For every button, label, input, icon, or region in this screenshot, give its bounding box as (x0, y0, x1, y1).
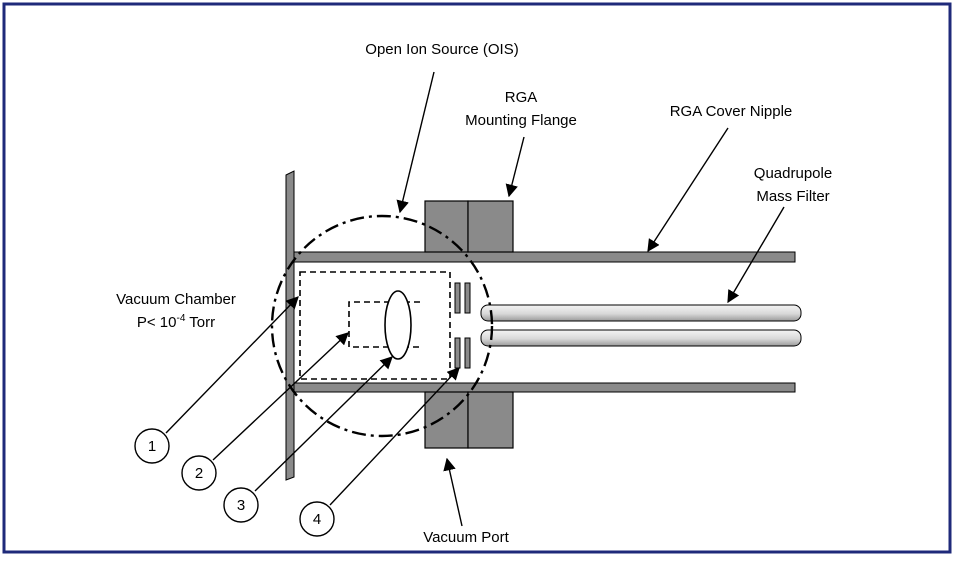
chamber-pressure-label: P< 10-4 Torr (137, 313, 215, 331)
nipple-label: RGA Cover Nipple (670, 103, 793, 120)
focus-plate-2-upper (464, 282, 471, 314)
ion-source-outer-cage (299, 271, 451, 380)
callout-1: 1 (134, 428, 170, 464)
port-leader-arrow (443, 457, 463, 527)
quadrupole-rod-lower (480, 329, 802, 347)
callout-4-leader (329, 367, 460, 506)
flange-bottom-right (467, 391, 514, 449)
callout-4: 4 (299, 501, 335, 537)
port-label: Vacuum Port (423, 529, 509, 546)
nipple-bottom-wall (293, 382, 796, 393)
ois-leader-arrow (396, 71, 435, 214)
flange-label-line1: RGA (505, 89, 538, 106)
callout-3: 3 (223, 487, 259, 523)
focus-plate-1-lower (454, 337, 461, 369)
chamber-label-line1: Vacuum Chamber (116, 291, 236, 308)
callout-4-number: 4 (313, 511, 321, 528)
callout-3-leader (254, 356, 393, 492)
focus-plate-1-upper (454, 282, 461, 314)
filament-ellipse (384, 290, 412, 360)
chamber-wall-plate (285, 170, 295, 481)
quadrupole-label-line1: Quadrupole (754, 165, 832, 182)
outer-border (2, 2, 952, 554)
callout-1-number: 1 (148, 438, 156, 455)
focus-plate-2-lower (464, 337, 471, 369)
ois-label: Open Ion Source (OIS) (365, 41, 518, 58)
quadrupole-label-line2: Mass Filter (756, 188, 829, 205)
callout-1-leader (165, 296, 299, 434)
ion-source-inner-cage (348, 301, 420, 348)
callout-2-leader (212, 332, 349, 461)
flange-top-right (467, 200, 514, 253)
callout-2-number: 2 (195, 465, 203, 482)
flange-label-line2: Mounting Flange (465, 112, 577, 129)
quadrupole-rod-upper (480, 304, 802, 322)
flange-leader-arrow (505, 136, 525, 198)
ois-boundary-circle (270, 214, 494, 438)
callout-2: 2 (181, 455, 217, 491)
quadrupole-leader-arrow (727, 206, 785, 304)
nipple-leader-arrow (647, 127, 729, 253)
callout-3-number: 3 (237, 497, 245, 514)
flange-top-left (424, 200, 469, 253)
nipple-top-wall (293, 251, 796, 263)
